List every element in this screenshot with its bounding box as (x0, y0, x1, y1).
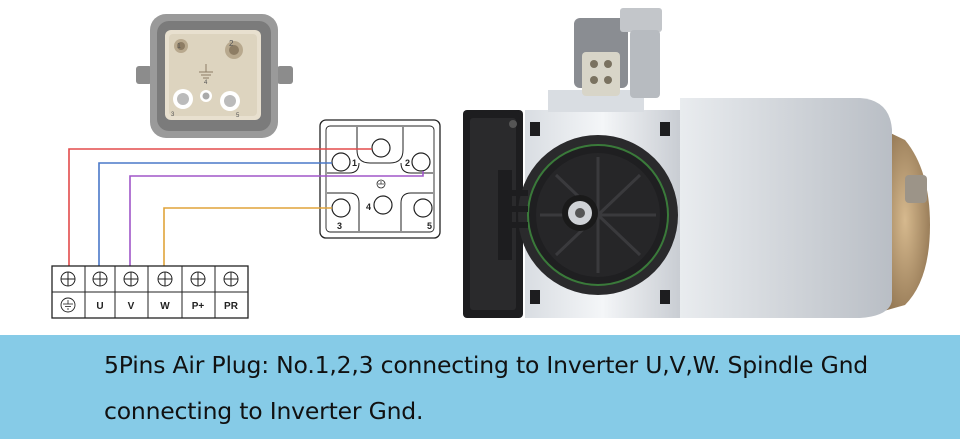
pin-1-label: 1 (352, 158, 357, 168)
pin-3-circle (331, 198, 351, 218)
wire-purple (129, 171, 424, 268)
photo-pin-1-label: 1 (177, 43, 181, 50)
caption-band: 5Pins Air Plug: No.1,2,3 connecting to I… (0, 335, 960, 439)
pin-1-circle (331, 152, 351, 172)
terminal-label-w: W (160, 301, 170, 312)
terminal-label-pplus: P+ (192, 301, 205, 312)
wiring-diagram: 1 2 3 4 5 1 2 3 4 5 (51, 8, 930, 319)
wire-orange (163, 207, 332, 268)
terminal-block: U V W P+ PR (51, 265, 249, 319)
pin-5-label: 5 (427, 221, 432, 231)
spindle-motor-photo (463, 8, 930, 318)
wire-red (68, 148, 372, 268)
pin-3-label: 3 (337, 221, 342, 231)
pin-1-hole (371, 138, 391, 158)
pin-5-circle (413, 198, 433, 218)
photo-pin-5-label: 5 (236, 113, 240, 119)
pin-2-circle (411, 152, 431, 172)
pin-4-circle (373, 195, 393, 215)
wire-blue (98, 162, 332, 268)
photo-pin-3-label: 3 (171, 112, 175, 118)
photo-pin-2-label: 2 (229, 39, 234, 48)
pin-2-label: 2 (405, 158, 410, 168)
pin-schematic: 1 2 3 4 5 (319, 119, 441, 239)
caption-line-1: 5Pins Air Plug: No.1,2,3 connecting to I… (104, 351, 869, 379)
terminal-label-pr: PR (224, 301, 239, 312)
ground-symbol (376, 179, 386, 189)
terminal-label-u: U (96, 301, 103, 312)
connector-photo: 1 2 3 4 5 (136, 14, 293, 138)
wires (68, 148, 424, 268)
caption-line-2: connecting to Inverter Gnd. (104, 397, 424, 425)
terminal-label-v: V (128, 301, 135, 312)
photo-pin-4-label: 4 (204, 80, 208, 86)
terminal-ground-icon (60, 297, 76, 313)
pin-4-label: 4 (366, 202, 371, 212)
wiring-scene: 1 2 3 4 5 1 2 3 4 5 (51, 8, 930, 319)
